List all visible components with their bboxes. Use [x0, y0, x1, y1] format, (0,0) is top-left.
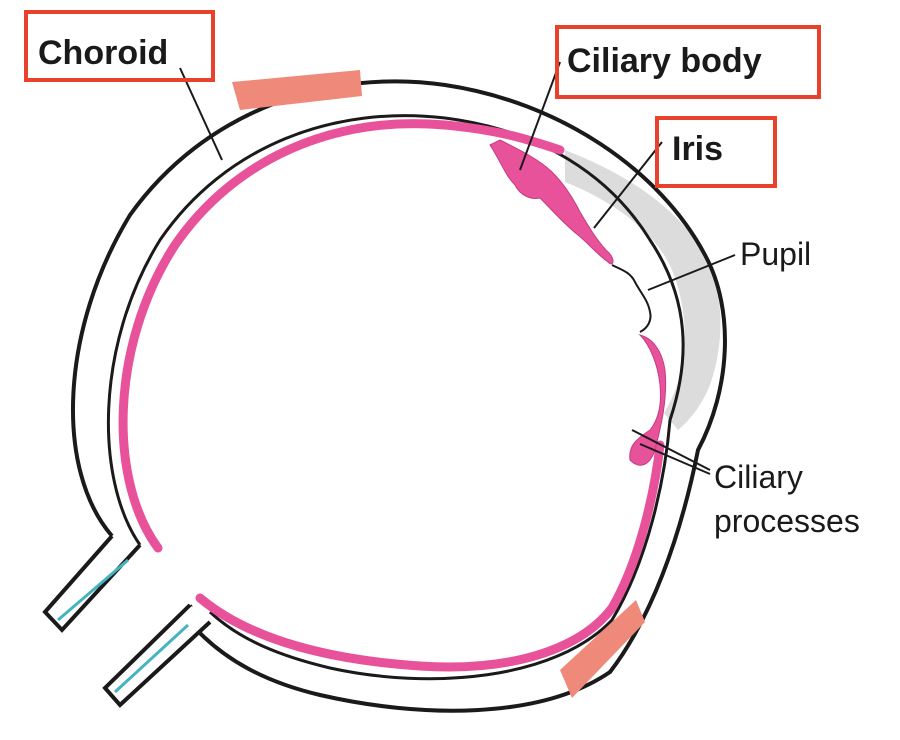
cornea [565, 150, 721, 430]
choroid-layer [118, 119, 565, 553]
muscle-lower [560, 600, 645, 698]
label-ciliary-processes-line2: processes [714, 503, 860, 539]
highlight-box-iris [655, 116, 777, 188]
leader-choroid [179, 67, 223, 161]
label-pupil: Pupil [740, 236, 811, 272]
label-ciliary-processes-line1: Ciliary [714, 459, 803, 495]
leader-pupil [647, 254, 736, 291]
iris-lower-shape [629, 334, 667, 466]
choroid-layer-lower [195, 440, 665, 672]
pupil-edge [611, 264, 652, 333]
leader-ciliary-processes-2 [639, 443, 711, 475]
label-ciliary-body: Ciliary body [567, 42, 762, 80]
highlight-box-ciliary-body [555, 25, 821, 99]
label-iris: Iris [672, 130, 723, 168]
highlight-box-choroid [24, 10, 215, 82]
sclera-inner-wall [106, 114, 685, 681]
leader-ciliary-processes-1 [631, 429, 711, 471]
muscle-upper [232, 70, 362, 110]
label-choroid: Choroid [38, 34, 168, 72]
ciliary-body-shape [489, 139, 614, 265]
leader-ciliary-body [519, 61, 561, 171]
optic-nerve-upper [42, 534, 142, 633]
sclera-outer-wall [70, 79, 727, 713]
leader-iris [593, 141, 663, 229]
